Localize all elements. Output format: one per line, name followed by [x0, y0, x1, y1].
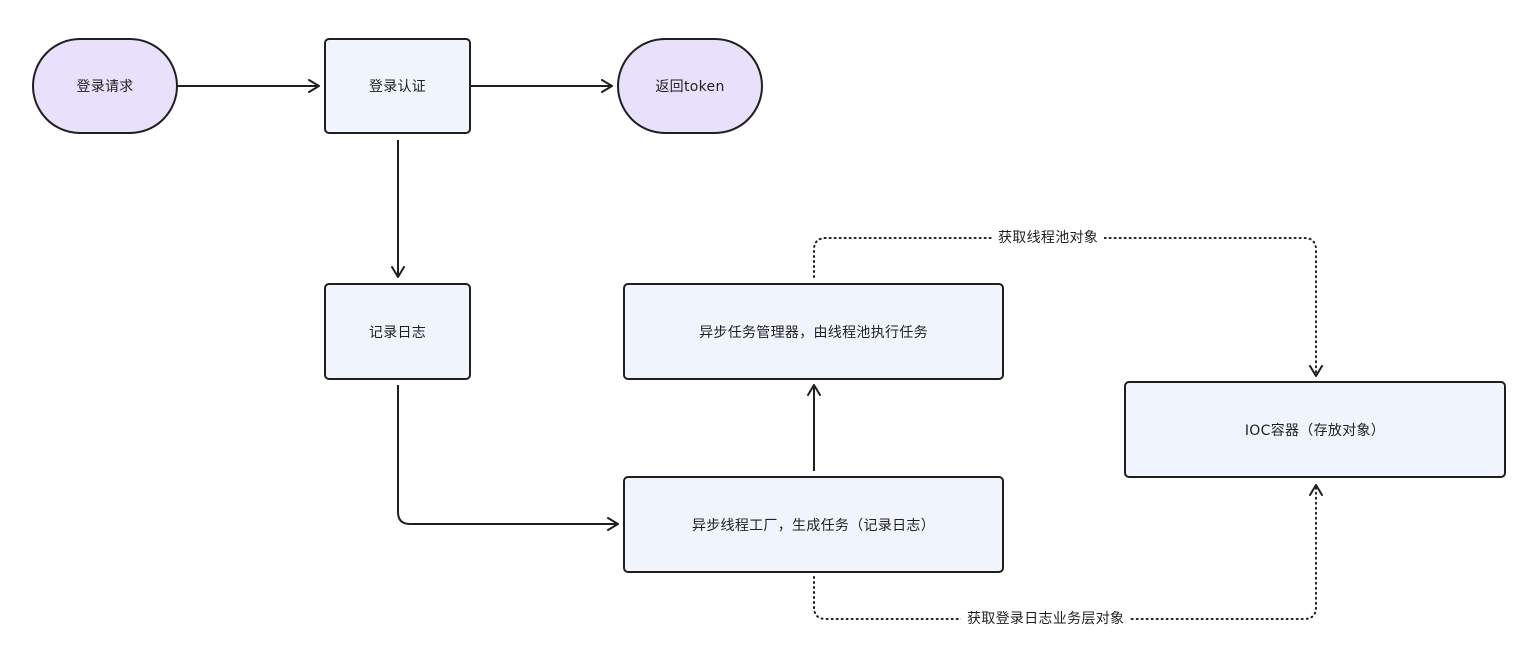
edge-label-get-login-log-service: 获取登录日志业务层对象: [961, 609, 1131, 629]
node-async-thread-factory: 异步线程工厂，生成任务（记录日志）: [623, 476, 1004, 573]
node-label: 登录请求: [76, 79, 134, 95]
node-login-request: 登录请求: [32, 38, 178, 134]
edge-log-to-factory: [397, 385, 619, 531]
node-label: 记录日志: [368, 324, 427, 341]
node-label: IOC容器（存放对象）: [1244, 422, 1386, 439]
node-async-task-manager: 异步任务管理器，由线程池执行任务: [623, 283, 1004, 380]
node-label: 登录认证: [368, 79, 427, 95]
node-return-token: 返回token: [617, 38, 763, 134]
node-label: 异步线程工厂，生成任务（记录日志）: [691, 517, 936, 534]
node-ioc-container: IOC容器（存放对象）: [1124, 381, 1506, 478]
node-label: 异步任务管理器，由线程池执行任务: [699, 324, 928, 341]
node-login-auth: 登录认证: [324, 38, 471, 134]
node-record-log: 记录日志: [324, 283, 471, 380]
node-label: 返回token: [655, 79, 725, 95]
edge-label-get-thread-pool: 获取线程池对象: [992, 228, 1105, 248]
edge-factory-to-ioc: [813, 484, 1323, 620]
